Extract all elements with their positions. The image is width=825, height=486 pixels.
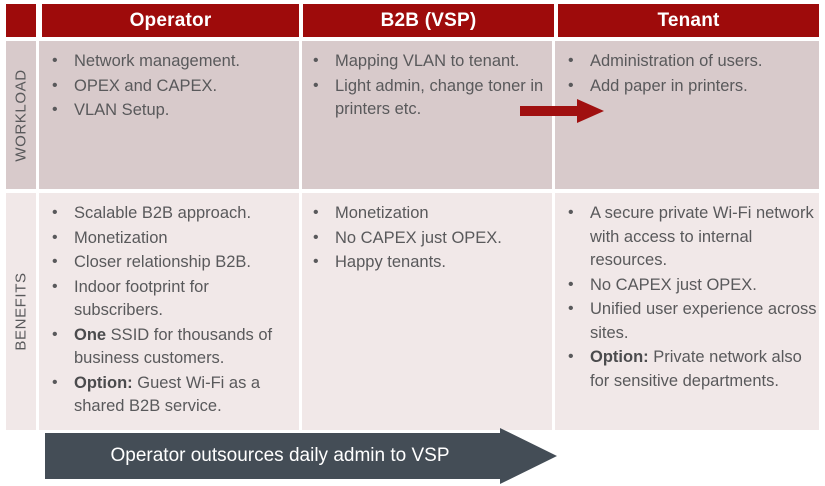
outsourcing-banner-arrow-icon [45, 428, 557, 484]
header-cell-b2b: B2B (VSP) [303, 4, 554, 37]
list-item: Option: Private network also for sensiti… [560, 345, 818, 393]
list-item: VLAN Setup. [44, 98, 299, 123]
list-item: Scalable B2B approach. [44, 201, 300, 226]
bullet-text: Administration of users. [590, 52, 763, 70]
bullet-text: OPEX and CAPEX. [74, 76, 218, 95]
separator-left-benefits [36, 193, 39, 430]
list-item: Closer relationship B2B. [44, 250, 300, 275]
cell-workload-b2b: Mapping VLAN to tenant. Light admin, cha… [305, 49, 553, 123]
bullet-text: Private network also for sensitive depar… [590, 348, 802, 390]
cell-benefits-operator: Scalable B2B approach. Monetization Clos… [44, 201, 300, 420]
cell-benefits-b2b: Monetization No CAPEX just OPEX. Happy t… [305, 201, 553, 276]
bullet-emphasis: One [74, 325, 107, 344]
cell-workload-operator: Network management. OPEX and CAPEX. VLAN… [44, 49, 299, 124]
row-label-workload-text: WORKLOAD [12, 68, 30, 162]
separator-mid-workload [299, 41, 302, 189]
bullet-text: Light admin, change toner in printers et… [335, 76, 544, 119]
bullet-text: Unified user experience across sites. [590, 300, 817, 342]
cell-benefits-tenant: A secure private Wi-Fi network with acce… [560, 201, 818, 394]
bullet-list-workload-operator: Network management. OPEX and CAPEX. VLAN… [44, 49, 299, 123]
row-label-workload: WORKLOAD [6, 41, 36, 189]
cell-workload-tenant: Administration of users. Add paper in pr… [560, 49, 818, 99]
list-item: Monetization [44, 226, 300, 251]
list-item: Add paper in printers. [560, 74, 818, 99]
bullet-text: Scalable B2B approach. [74, 204, 252, 222]
bullet-text: Network management. [74, 52, 240, 70]
bullet-text: Add paper in printers. [590, 76, 748, 95]
separator-mid-benefits [299, 193, 302, 430]
bullet-text: Monetization [74, 228, 168, 247]
row-label-benefits-text: BENEFITS [12, 272, 30, 351]
bullet-list-workload-b2b: Mapping VLAN to tenant. Light admin, cha… [305, 49, 553, 122]
list-item: OPEX and CAPEX. [44, 74, 299, 99]
row-label-benefits: BENEFITS [6, 193, 36, 430]
bullet-text: No CAPEX just OPEX. [335, 228, 502, 247]
list-item: Monetization [305, 201, 553, 226]
header-cell-tenant: Tenant [558, 4, 819, 37]
bullet-text: Closer relationship B2B. [74, 253, 252, 271]
handoff-arrow-icon [520, 99, 604, 123]
list-item: No CAPEX just OPEX. [560, 273, 818, 298]
bullet-text: No CAPEX just OPEX. [590, 275, 757, 294]
bullet-list-benefits-tenant: A secure private Wi-Fi network with acce… [560, 201, 818, 393]
list-item: Administration of users. [560, 49, 818, 74]
bullet-text: Guest Wi-Fi as a shared B2B service. [74, 373, 261, 416]
list-item: Unified user experience across sites. [560, 297, 818, 345]
bullet-list-workload-tenant: Administration of users. Add paper in pr… [560, 49, 818, 99]
bullet-text: A secure private Wi-Fi network with acce… [590, 204, 814, 269]
list-item: Option: Guest Wi-Fi as a shared B2B serv… [44, 371, 300, 419]
bullet-emphasis: Option: [590, 348, 649, 366]
bullet-text: VLAN Setup. [74, 101, 170, 119]
list-item: Happy tenants. [305, 250, 553, 275]
list-item: A secure private Wi-Fi network with acce… [560, 201, 818, 273]
list-item: Network management. [44, 49, 299, 74]
list-item: No CAPEX just OPEX. [305, 226, 553, 251]
bullet-list-benefits-operator: Scalable B2B approach. Monetization Clos… [44, 201, 300, 419]
bullet-emphasis: Option: [74, 373, 133, 392]
list-item: Mapping VLAN to tenant. [305, 49, 553, 74]
bullet-text: Indoor footprint for subscribers. [74, 277, 209, 320]
bullet-text: Happy tenants. [335, 253, 446, 271]
list-item: Indoor footprint for subscribers. [44, 275, 300, 323]
list-item: One SSID for thousands of business custo… [44, 323, 300, 371]
list-item: Light admin, change toner in printers et… [305, 74, 553, 122]
bullet-text: Mapping VLAN to tenant. [335, 52, 520, 70]
header-cell-operator: Operator [42, 4, 299, 37]
bullet-text: SSID for thousands of business customers… [74, 325, 273, 368]
header-corner-cell [6, 4, 36, 37]
separator-left-workload [36, 41, 39, 189]
bullet-list-benefits-b2b: Monetization No CAPEX just OPEX. Happy t… [305, 201, 553, 275]
separator-right-benefits [552, 193, 555, 430]
bullet-text: Monetization [335, 204, 429, 222]
